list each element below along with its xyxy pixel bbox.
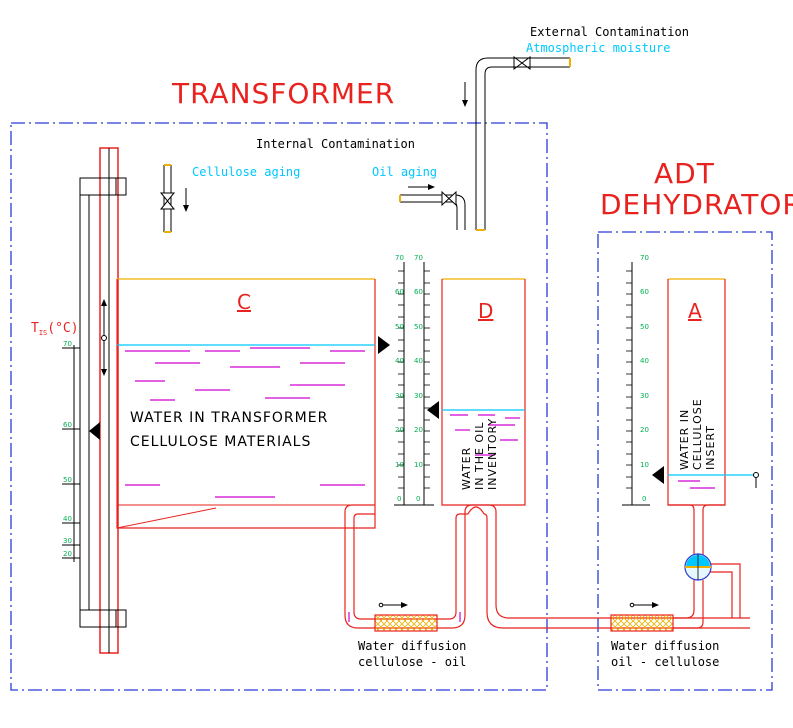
right-scale-minor-ticks <box>626 270 632 489</box>
water-transformer-line2: CELLULOSE MATERIALS <box>130 434 311 450</box>
oil-aging-valve-icon <box>399 184 466 230</box>
svg-text:INSERT: INSERT <box>704 425 717 470</box>
svg-text:0: 0 <box>642 495 646 503</box>
filter-left <box>374 614 438 632</box>
svg-text:40: 40 <box>640 357 649 365</box>
external-pipe-inner <box>484 66 570 230</box>
tis-label: TIS(°C) <box>31 321 79 337</box>
svg-text:50: 50 <box>395 323 404 331</box>
svg-text:WATER IN: WATER IN <box>678 409 691 470</box>
temp-tick-70: 70 <box>63 340 72 348</box>
svg-text:30: 30 <box>395 392 404 400</box>
svg-text:70: 70 <box>414 254 423 262</box>
temp-tick-50: 50 <box>63 476 72 484</box>
water-transformer-line1: WATER IN TRANSFORMER <box>130 410 328 426</box>
svg-text:20: 20 <box>640 426 649 434</box>
vessel-c <box>116 279 376 529</box>
svg-text:0: 0 <box>397 495 401 503</box>
vessel-a-label: A <box>688 299 702 323</box>
vessel-a-text: WATER IN CELLULOSE INSERT <box>678 398 717 470</box>
vessel-a-probe-icon[interactable] <box>753 472 759 478</box>
diffusion-right-line2: oil - cellulose <box>611 655 719 669</box>
vessel-a <box>667 279 726 506</box>
svg-text:70: 70 <box>640 254 649 262</box>
vessel-c-level-pointer-icon[interactable] <box>378 336 390 354</box>
pump-icon[interactable] <box>684 553 712 581</box>
external-pipe <box>475 57 570 230</box>
svg-text:30: 30 <box>414 392 423 400</box>
transformer-enclosure <box>10 122 548 691</box>
dehydrator-enclosure <box>597 231 773 691</box>
svg-text:60: 60 <box>395 288 404 296</box>
svg-text:INVENTORY: INVENTORY <box>486 418 499 490</box>
svg-text:CELLULOSE: CELLULOSE <box>691 398 704 470</box>
u-tube-right <box>668 504 741 629</box>
dehydrator-title: DEHYDRATOR <box>600 188 793 221</box>
vessel-a-level-pointer-icon[interactable] <box>652 466 664 484</box>
right-scale-labels: 70 60 50 40 30 20 10 0 <box>640 254 649 503</box>
svg-text:WATER: WATER <box>460 447 473 490</box>
vessel-d-label: D <box>478 299 493 323</box>
vessel-c-label: C <box>237 290 251 314</box>
down-arrow-icon <box>462 82 468 107</box>
vessel-d-text: WATER IN THE OIL INVENTORY <box>460 418 499 490</box>
left-slider-icon[interactable] <box>101 299 107 376</box>
cellulose-aging-valve-icon <box>159 164 189 233</box>
svg-text:70: 70 <box>395 254 404 262</box>
external-valve-icon <box>513 56 531 70</box>
vessel-bottom-water-dashes <box>348 612 461 622</box>
transformer-title: TRANSFORMER <box>171 77 395 110</box>
right-scale <box>622 262 650 506</box>
cellulose-aging-label: Cellulose aging <box>192 165 300 179</box>
svg-text:20: 20 <box>414 426 423 434</box>
diffusion-left-line1: Water diffusion <box>358 639 466 653</box>
diffusion-left-line2: cellulose - oil <box>358 655 466 669</box>
middle-scale-labels-right: 70 60 50 40 30 20 10 0 <box>414 254 423 503</box>
temp-tick-60: 60 <box>63 421 72 429</box>
diffusion-right-line1: Water diffusion <box>611 639 719 653</box>
svg-text:60: 60 <box>640 288 649 296</box>
flow-arrow-left-icon <box>378 602 408 608</box>
middle-scale <box>394 262 434 506</box>
svg-text:10: 10 <box>640 461 649 469</box>
svg-text:20: 20 <box>395 426 404 434</box>
svg-text:30: 30 <box>640 392 649 400</box>
temp-pointer-icon[interactable] <box>89 422 100 440</box>
filter-right <box>610 614 674 632</box>
vessel-c-water-dashes <box>125 347 365 498</box>
svg-text:10: 10 <box>395 461 404 469</box>
vessel-d-water-dashes <box>450 414 520 456</box>
oil-aging-label: Oil aging <box>372 165 437 179</box>
flow-arrow-right-icon <box>629 602 659 608</box>
vessel-d-level-pointer-icon[interactable] <box>427 401 439 419</box>
internal-contamination-label: Internal Contamination <box>256 137 415 151</box>
middle-scale-minor-ticks <box>398 270 430 489</box>
svg-text:60: 60 <box>414 288 423 296</box>
temp-scale-ticks: 70 60 50 40 30 20 <box>62 340 80 559</box>
svg-text:40: 40 <box>414 357 423 365</box>
left-column <box>79 147 127 654</box>
external-contamination-label: External Contamination <box>530 25 689 39</box>
svg-text:40: 40 <box>395 357 404 365</box>
atmospheric-moisture-label: Atmospheric moisture <box>526 41 671 55</box>
svg-text:50: 50 <box>414 323 423 331</box>
temp-tick-20: 20 <box>63 550 72 558</box>
svg-text:0: 0 <box>416 495 420 503</box>
middle-scale-labels-left: 70 60 50 40 30 20 10 0 <box>395 254 404 503</box>
svg-text:IN THE OIL: IN THE OIL <box>473 422 486 490</box>
adt-title: ADT <box>654 157 715 190</box>
vessel-a-water-dashes <box>678 480 715 489</box>
temp-tick-30: 30 <box>63 537 72 545</box>
svg-text:50: 50 <box>640 323 649 331</box>
svg-text:10: 10 <box>414 461 423 469</box>
temp-tick-40: 40 <box>63 515 72 523</box>
